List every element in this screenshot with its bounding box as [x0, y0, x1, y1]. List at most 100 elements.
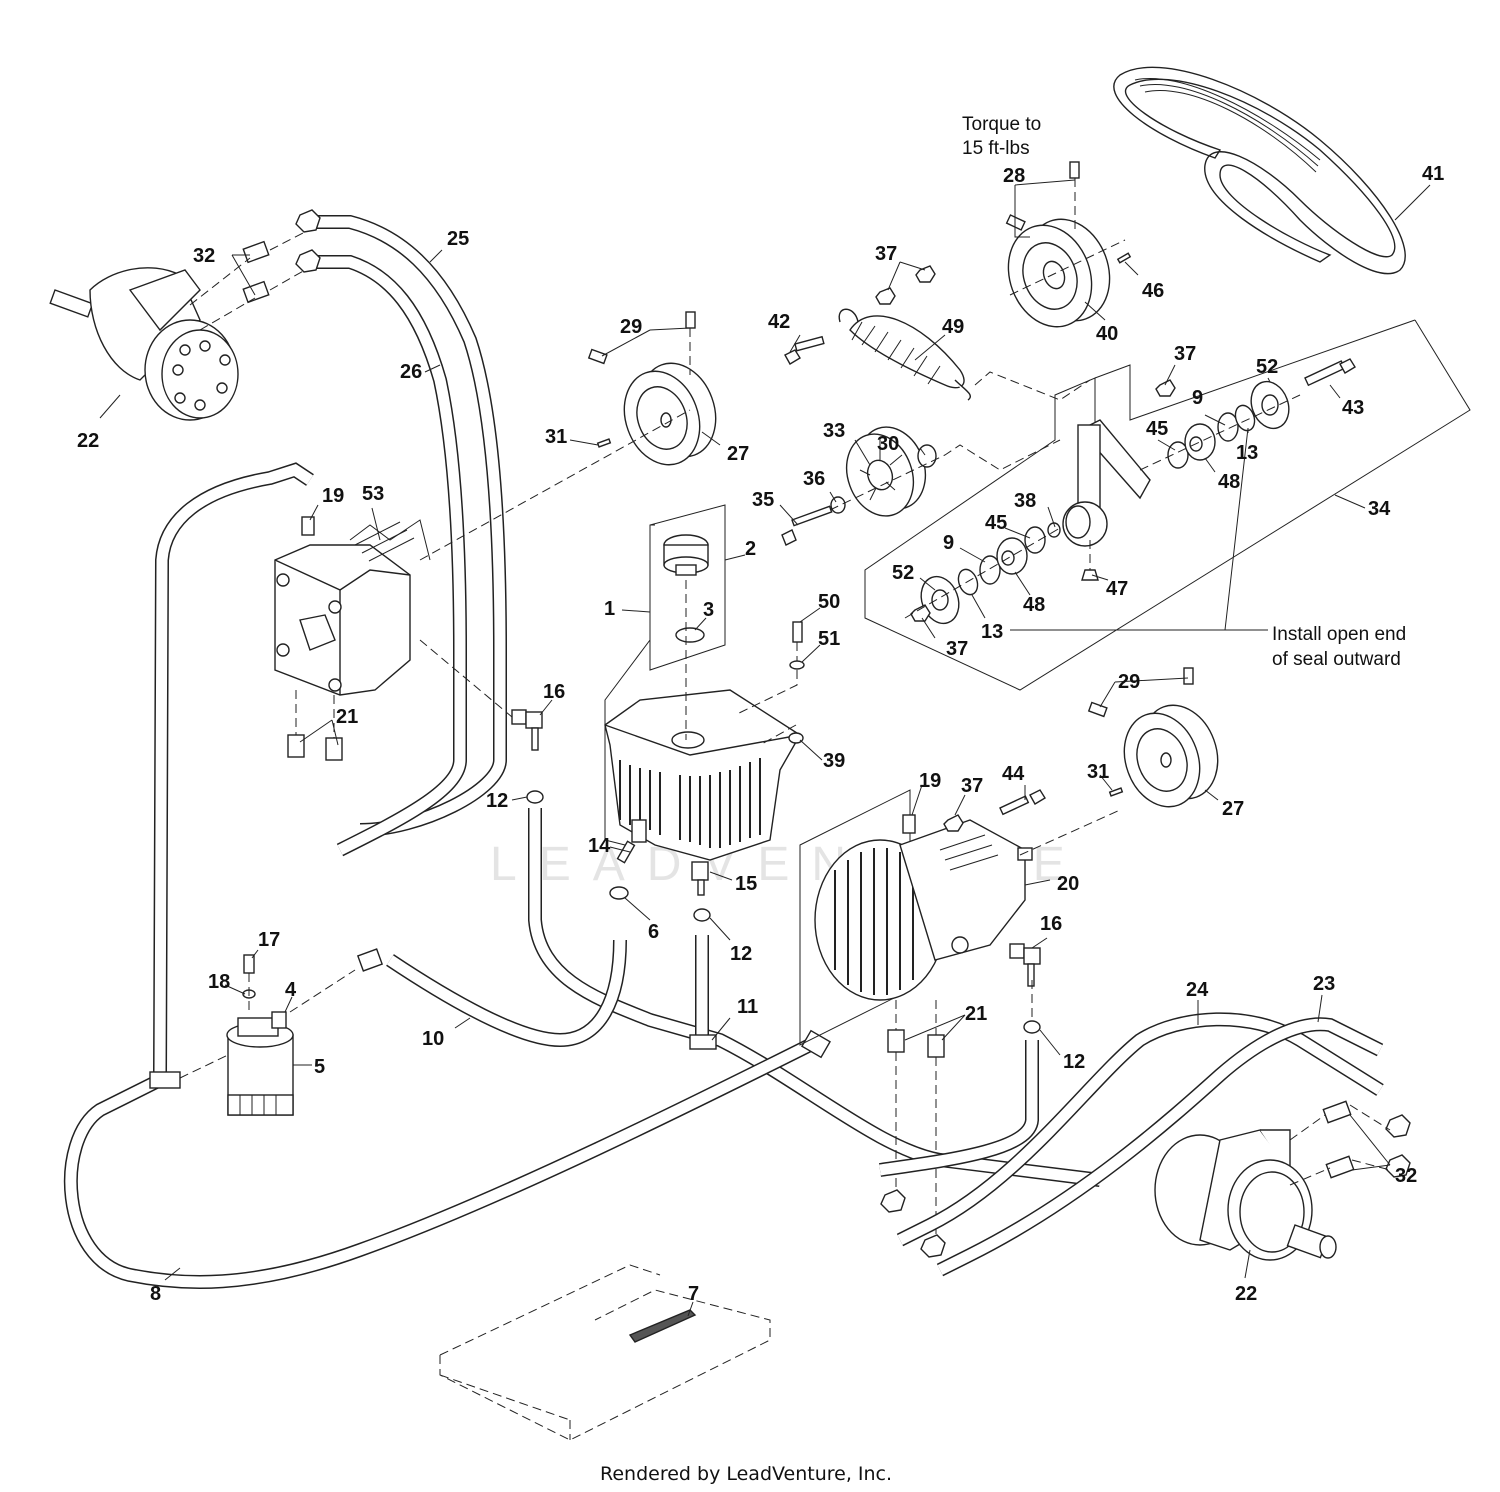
callout[interactable]: 53 — [362, 483, 384, 505]
callout[interactable]: 9 — [943, 532, 954, 554]
hydraulic-hose-23[interactable] — [936, 1017, 1384, 1277]
callout[interactable]: 32 — [1395, 1165, 1417, 1187]
foam-strip-7[interactable] — [628, 1309, 697, 1343]
washer-36[interactable] — [830, 496, 846, 514]
callout[interactable]: 5 — [314, 1056, 325, 1078]
callout[interactable]: 15 — [735, 873, 757, 895]
o-ring-45-upper[interactable] — [1167, 441, 1189, 469]
callout[interactable]: 28 — [1003, 165, 1025, 187]
hose-clamp-6[interactable] — [609, 886, 629, 900]
lock-nut-37-upper[interactable] — [1155, 379, 1176, 397]
return-hose-right[interactable] — [879, 1040, 1039, 1177]
drive-belt-41[interactable] — [1113, 66, 1406, 275]
hose-clamp-12-left[interactable] — [526, 790, 544, 804]
hydraulic-pump-20[interactable] — [814, 819, 1033, 1001]
callout[interactable]: 18 — [208, 971, 230, 993]
callout[interactable]: 48 — [1218, 471, 1240, 493]
seal-13-upper[interactable] — [1232, 403, 1258, 434]
bolt-50[interactable] — [792, 621, 803, 662]
callout[interactable]: 24 — [1186, 979, 1209, 1001]
callout[interactable]: 13 — [981, 621, 1003, 643]
callout[interactable]: 30 — [877, 433, 899, 455]
callout[interactable]: 23 — [1313, 973, 1335, 995]
bearing-48-upper[interactable] — [1184, 423, 1216, 461]
callout[interactable]: 36 — [803, 468, 825, 490]
callout[interactable]: 45 — [985, 512, 1007, 534]
callout[interactable]: 41 — [1422, 163, 1444, 185]
hydraulic-hose-8[interactable] — [63, 1029, 831, 1290]
callout[interactable]: 8 — [150, 1283, 161, 1305]
callout[interactable]: 49 — [942, 316, 964, 338]
lock-nut-37-right[interactable] — [943, 814, 964, 832]
fitting-32-right[interactable] — [1322, 1100, 1355, 1179]
hydraulic-pump-53[interactable] — [274, 519, 431, 696]
fitting-21-right[interactable] — [887, 1029, 945, 1058]
callout[interactable]: 22 — [1235, 1283, 1257, 1305]
callout[interactable]: 29 — [620, 316, 642, 338]
callout[interactable]: 48 — [1023, 594, 1045, 616]
callout[interactable]: 46 — [1142, 280, 1164, 302]
callout[interactable]: 42 — [768, 311, 790, 333]
callout[interactable]: 52 — [892, 562, 914, 584]
hydraulic-hose-24[interactable] — [896, 1012, 1384, 1247]
retaining-ring-9-lower[interactable] — [979, 555, 1001, 585]
elbow-fitting-14[interactable] — [616, 819, 647, 864]
hose-clamp-12-right[interactable] — [1023, 1020, 1041, 1034]
key-46[interactable] — [1116, 252, 1132, 264]
filter-fitting-4[interactable] — [271, 1011, 287, 1029]
elbow-fitting-16-left[interactable] — [419, 639, 543, 751]
callout[interactable]: 12 — [730, 943, 752, 965]
hose-nut-left[interactable] — [920, 1234, 946, 1258]
reservoir-cap-2[interactable] — [663, 534, 709, 576]
wheel-motor-22-left[interactable] — [49, 267, 239, 421]
callout[interactable]: 14 — [588, 835, 611, 857]
callout[interactable]: 2 — [745, 538, 756, 560]
callout[interactable]: 52 — [1256, 356, 1278, 378]
fitting-32-left[interactable] — [242, 240, 270, 304]
pivot-bolt-43[interactable] — [1304, 358, 1356, 387]
pump-pulley-27-top[interactable] — [612, 353, 728, 476]
callout[interactable]: 31 — [545, 426, 567, 448]
cap-o-ring-3[interactable] — [675, 627, 705, 643]
idler-arm-34[interactable] — [1062, 419, 1151, 570]
bearing-48-lower[interactable] — [996, 537, 1028, 575]
callout[interactable]: 38 — [1014, 490, 1036, 512]
pump-pulley-27-right[interactable] — [1112, 695, 1230, 818]
callout[interactable]: 9 — [1192, 387, 1203, 409]
callout[interactable]: 6 — [648, 921, 659, 943]
callout[interactable]: 29 — [1118, 671, 1140, 693]
callout[interactable]: 3 — [703, 599, 714, 621]
callout[interactable]: 50 — [818, 591, 840, 613]
fitting-19-right[interactable] — [902, 814, 916, 834]
hydraulic-hose-26[interactable] — [295, 249, 467, 857]
callout[interactable]: 39 — [823, 750, 845, 772]
callout[interactable]: 37 — [1174, 343, 1196, 365]
callout[interactable]: 27 — [1222, 798, 1244, 820]
callout[interactable]: 45 — [1146, 418, 1168, 440]
callout[interactable]: 43 — [1342, 397, 1364, 419]
callout[interactable]: 19 — [322, 485, 344, 507]
callout[interactable]: 47 — [1106, 578, 1128, 600]
o-ring-45-lower[interactable] — [1024, 526, 1046, 554]
callout[interactable]: 4 — [285, 979, 297, 1001]
callout[interactable]: 51 — [818, 628, 840, 650]
callout[interactable]: 19 — [919, 770, 941, 792]
callout[interactable]: 17 — [258, 929, 280, 951]
callout[interactable]: 34 — [1368, 498, 1391, 520]
hose-nut-left-2[interactable] — [880, 1189, 906, 1213]
straight-fitting-15[interactable] — [691, 861, 709, 896]
retaining-ring-9-upper[interactable] — [1217, 412, 1239, 442]
key-31-right[interactable] — [1108, 787, 1124, 797]
callout[interactable]: 31 — [1087, 761, 1109, 783]
callout[interactable]: 22 — [77, 430, 99, 452]
elbow-fitting-16-right[interactable] — [1009, 943, 1041, 987]
bolt-44[interactable] — [999, 789, 1046, 816]
grease-fitting-47[interactable] — [1081, 569, 1099, 581]
tee-fitting-11[interactable] — [689, 1034, 717, 1050]
callout[interactable]: 40 — [1096, 323, 1118, 345]
callout[interactable]: 10 — [422, 1028, 444, 1050]
hydraulic-reservoir-1[interactable] — [604, 580, 801, 861]
callout[interactable]: 25 — [447, 228, 469, 250]
callout[interactable]: 33 — [823, 420, 845, 442]
callout[interactable]: 37 — [946, 638, 968, 660]
